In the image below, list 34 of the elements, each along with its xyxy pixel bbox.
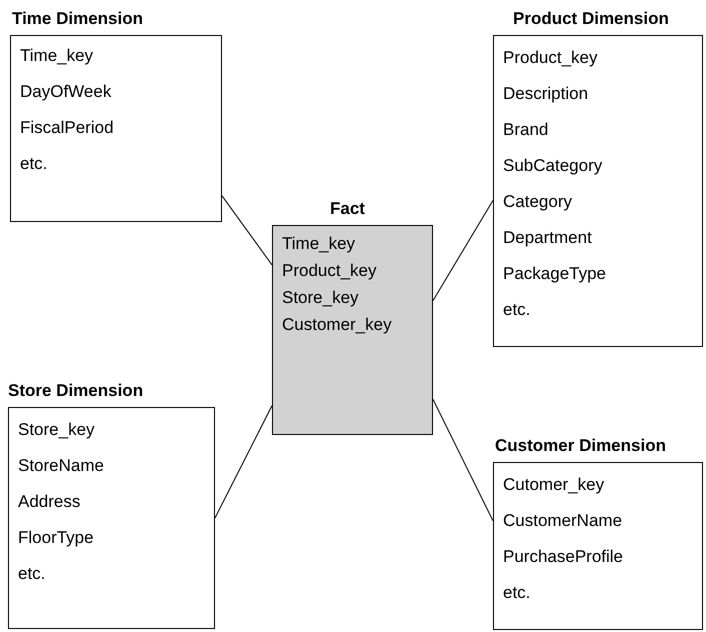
field-name: etc. <box>20 154 48 174</box>
field-name: Time_key <box>282 234 356 254</box>
table-title: Fact <box>330 199 365 219</box>
table-title: Customer Dimension <box>495 436 666 456</box>
field-name: Brand <box>503 120 548 140</box>
connector-line <box>432 398 494 522</box>
connector-line <box>214 405 272 518</box>
field-name: PurchaseProfile <box>503 547 624 567</box>
field-name: Department <box>503 228 592 248</box>
field-name: SubCategory <box>503 156 602 176</box>
table-title: Time Dimension <box>12 9 143 29</box>
connector-line <box>222 195 272 266</box>
field-name: CustomerName <box>503 511 622 531</box>
field-name: DayOfWeek <box>20 82 112 102</box>
field-name: FloorType <box>18 528 94 548</box>
field-name: FiscalPeriod <box>20 118 114 138</box>
field-name: Description <box>503 84 588 104</box>
field-name: Store_key <box>282 288 359 308</box>
field-name: StoreName <box>18 456 104 476</box>
field-name: Category <box>503 192 572 212</box>
field-name: etc. <box>18 564 46 584</box>
connector-line <box>432 200 494 302</box>
field-name: Product_key <box>282 261 376 281</box>
field-name: Product_key <box>503 48 598 68</box>
field-name: etc. <box>503 300 530 320</box>
table-title: Store Dimension <box>8 381 144 401</box>
field-name: Address <box>18 492 80 512</box>
field-name: Cutomer_key <box>503 475 604 495</box>
field-name: etc. <box>503 583 530 603</box>
field-name: PackageType <box>503 264 606 284</box>
field-name: Customer_key <box>282 315 392 335</box>
table-title: Product Dimension <box>513 9 669 29</box>
field-name: Store_key <box>18 420 95 440</box>
field-name: Time_key <box>20 46 94 66</box>
